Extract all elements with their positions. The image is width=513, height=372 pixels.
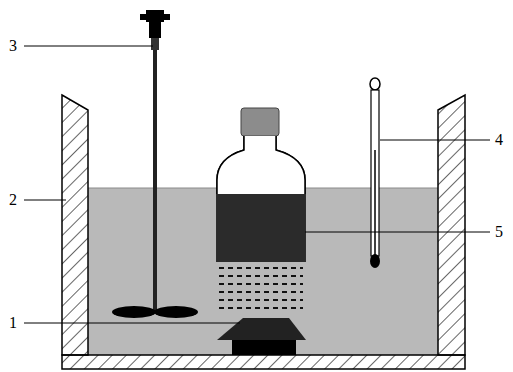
callout-number: 2 bbox=[8, 192, 18, 208]
callout-number: 1 bbox=[8, 315, 18, 331]
thermometer bbox=[370, 78, 380, 268]
bottle bbox=[217, 108, 306, 355]
callout-number: 4 bbox=[494, 132, 504, 148]
callout-number: 3 bbox=[8, 38, 18, 54]
callout-number: 5 bbox=[494, 224, 504, 240]
water bbox=[88, 188, 438, 355]
stirrer bbox=[112, 10, 198, 318]
leader-line bbox=[24, 46, 490, 323]
